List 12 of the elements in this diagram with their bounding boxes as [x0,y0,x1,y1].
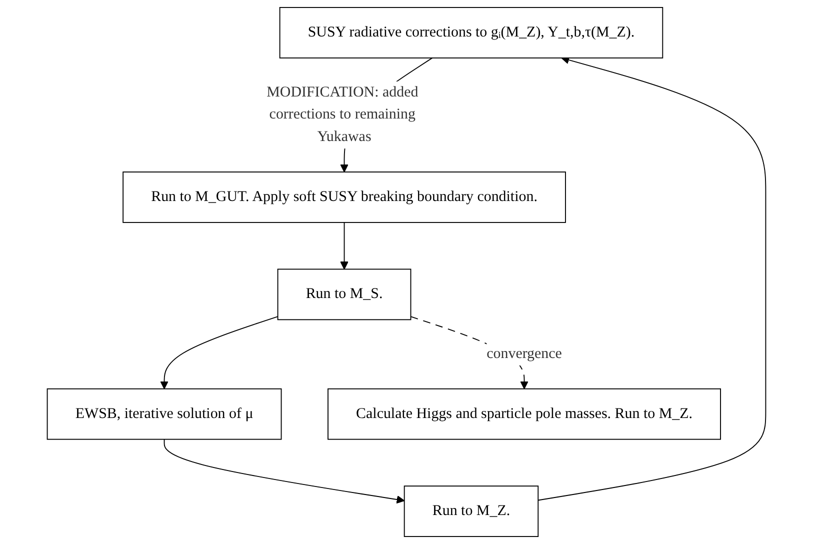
node-box: Run to M_S. [277,268,412,320]
node-box: Run to M_Z. [404,486,539,537]
node-box: Calculate Higgs and sparticle pole masses. Run to M_Z. [328,388,721,440]
arrow [160,316,278,390]
arrow [340,222,348,270]
node-box: Run to M_GUT. Apply soft SUSY breaking boundary condition. [122,172,566,223]
arrow [538,56,766,501]
node-box: SUSY radiative corrections to gᵢ(M_Z), Y_t,b,τ(M_Z). [279,7,664,58]
edge-label: MODIFICATION: added corrections to remaining Yukawas [266,84,418,145]
edge-label: convergence [486,346,562,362]
node-box: EWSB, iterative solution of μ [46,388,282,440]
arrow [164,438,405,504]
